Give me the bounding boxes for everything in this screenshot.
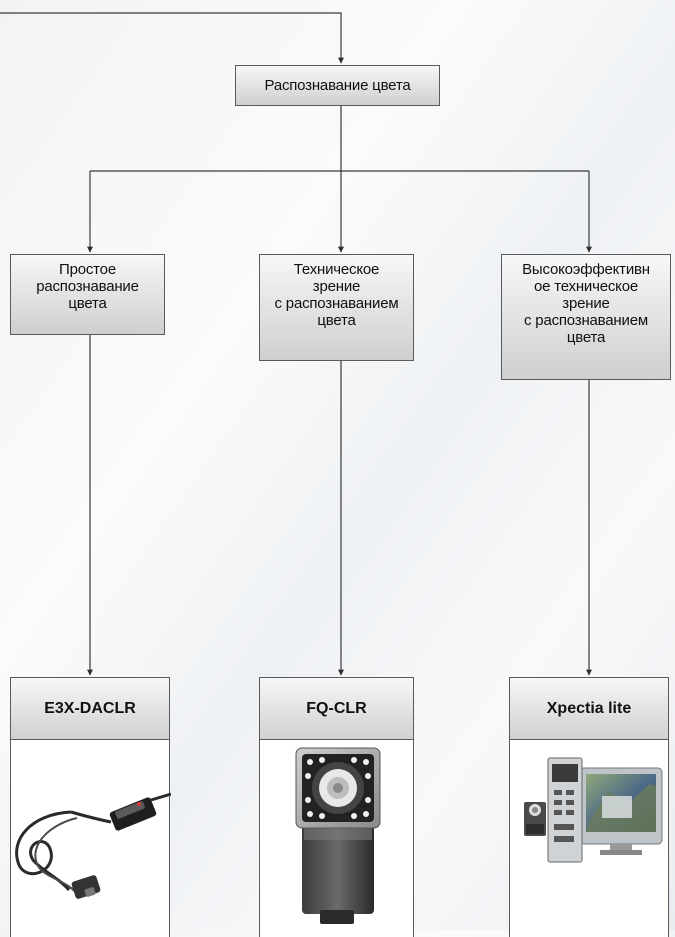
high-performance-vision-node: Высокоэффективн ое техническое зрение с …	[501, 254, 671, 380]
color-recognition-node: Распознавание цвета	[235, 65, 440, 106]
product-card-fq-clr: FQ-CLR	[259, 677, 414, 937]
smart-camera-image	[260, 740, 413, 930]
product-title: Xpectia lite	[510, 678, 668, 740]
incoming-connector	[0, 12, 344, 64]
product-card-xpectia-lite: Xpectia lite	[509, 677, 669, 937]
simple-color-recognition-node: Простое распознавание цвета	[10, 254, 165, 335]
product-card-e3x-daclr: E3X-DACLR	[10, 677, 172, 937]
product-title: FQ-CLR	[260, 678, 413, 740]
vision-system-with-monitor-image	[510, 740, 668, 930]
product-title: E3X-DACLR	[11, 678, 169, 740]
color-machine-vision-node: Техническое зрение с распознаванием цвет…	[259, 254, 414, 361]
fiber-amplifier-sensor-image	[11, 740, 172, 930]
